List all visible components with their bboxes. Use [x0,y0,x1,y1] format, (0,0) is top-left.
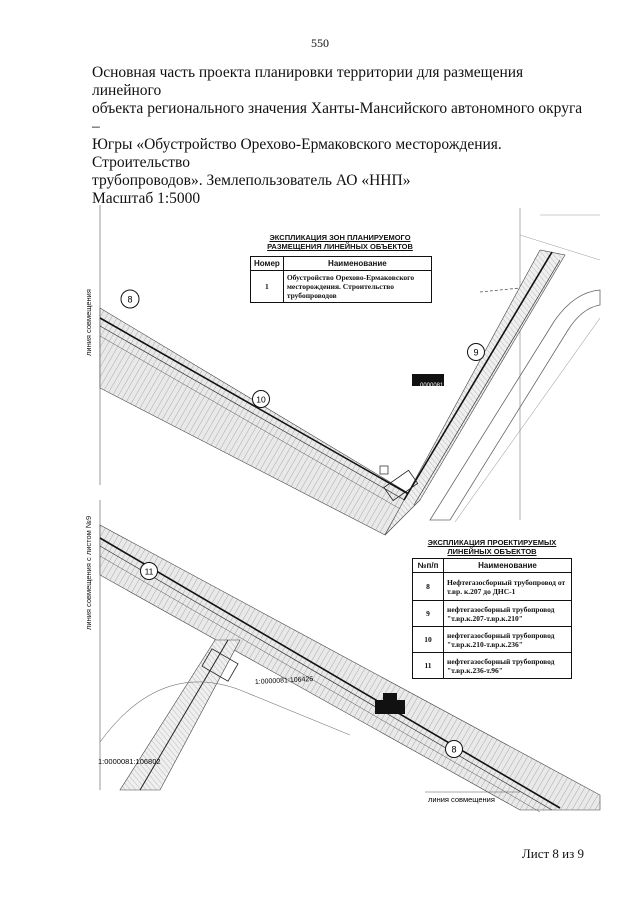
marker-10: 10 [252,390,270,408]
objects-col-name: Наименование [443,558,572,573]
marker-8-upper-label: 8 [127,295,132,305]
branch-line [479,287,521,293]
elbow-structure [383,469,419,502]
objects-legend-header: №п/п Наименование [412,558,572,573]
branch-pipeline [139,639,229,791]
line-match-label-upper: линия совмещения [84,289,93,356]
marker-11: 11 [140,562,158,580]
marker-8-lower-label: 8 [451,745,456,755]
objects-legend-title: ЭКСПЛИКАЦИЯ ПРОЕКТИРУЕМЫХ ЛИНЕЙНЫХ ОБЪЕК… [412,538,572,556]
marker-11-label: 11 [145,567,154,577]
junction-structure [201,648,239,682]
zones-row-1-number: 1 [250,270,284,303]
objects-row-11-number: 11 [412,652,444,679]
corridor-band-lower [99,524,601,811]
black-block-upper [412,374,444,386]
heading-scale: Масштаб 1:5000 [92,190,201,207]
zones-col-name: Наименование [282,256,433,271]
zones-legend-header: Номер Наименование [250,256,433,271]
heading-line-4: трубопроводов». Землепользователь АО «НН… [92,172,411,189]
pipeline-11-8 [99,537,561,809]
page-number: 550 [311,36,329,50]
corridor-band-10 [99,307,421,536]
zones-legend-title-line1: ЭКСПЛИКАЦИЯ ЗОН ПЛАНИРУЕМОГО [269,233,411,242]
line-match-sheet9-label: линия совмещения с листом №9 [84,515,93,630]
table-row: 11 нефтегазосборный трубопровод "т.вр.к.… [412,652,572,679]
zones-legend-table: Номер Наименование 1 Обустройство Орехов… [250,256,433,303]
heading-line-1: Основная часть проекта планировки террит… [92,64,524,99]
table-row: 8 Нефтегазосборный трубопровод от т.вр. … [412,572,572,601]
pipeline-10 [99,317,413,497]
sheet-label: Лист 8 из 9 [521,846,584,861]
objects-col-number: №п/п [412,558,444,573]
objects-row-10-number: 10 [412,626,444,653]
table-row: 1 Обустройство Орехово-Ермаковского мест… [250,270,433,303]
marker-8-upper: 8 [120,289,140,309]
marker-9: 9 [467,343,485,361]
objects-legend-title-line2: ЛИНЕЙНЫХ ОБЪЕКТОВ [447,547,537,556]
zones-col-number: Номер [250,256,284,271]
pipeline-9 [403,251,553,501]
branch-band [119,639,241,791]
zones-legend-title: ЭКСПЛИКАЦИЯ ЗОН ПЛАНИРУЕМОГО РАЗМЕЩЕНИЯ … [250,233,430,251]
lower-road [99,681,351,743]
line-match-label-bottom: линия совмещения [428,795,495,804]
objects-row-8-name: Нефтегазосборный трубопровод от т.вр. к.… [443,572,572,601]
objects-row-11-name: нефтегазосборный трубопровод "т.вр.к.236… [443,652,572,679]
table-row: 10 нефтегазосборный трубопровод "т.вр.к.… [412,626,572,653]
table-row: 9 нефтегазосборный трубопровод "т.вр.к.2… [412,600,572,627]
parcel-label-2: 1:0000081:106426 [255,676,314,686]
zones-legend-title-line2: РАЗМЕЩЕНИЯ ЛИНЕЙНЫХ ОБЪЕКТОВ [267,242,413,251]
marker-8-lower: 8 [445,740,463,758]
objects-row-8-number: 8 [412,572,444,601]
marker-9-label: 9 [473,348,478,358]
road [429,289,601,521]
black-block-lower [375,700,405,714]
objects-legend-table: №п/п Наименование 8 Нефтегазосборный тру… [412,558,572,679]
marker-10-label: 10 [256,395,266,405]
corridor-band-9 [384,249,566,536]
zones-row-1-name: Обустройство Орехово-Ермаковского местор… [282,270,433,303]
objects-legend-title-line1: ЭКСПЛИКАЦИЯ ПРОЕКТИРУЕМЫХ [427,538,557,547]
objects-row-10-name: нефтегазосборный трубопровод "т.вр.к.210… [443,626,572,653]
objects-row-9-number: 9 [412,600,444,627]
document-heading: Основная часть проекта планировки террит… [92,64,592,208]
objects-row-9-name: нефтегазосборный трубопровод "т.вр.к.207… [443,600,572,627]
parcel-label-1: 1:0000081:106802 [98,757,161,766]
parcel-label-3: 0000081:106 [420,383,456,389]
heading-line-2: объекта регионального значения Ханты-Ман… [92,100,583,135]
heading-line-3: Югры «Обустройство Орехово-Ермаковского … [92,136,502,171]
